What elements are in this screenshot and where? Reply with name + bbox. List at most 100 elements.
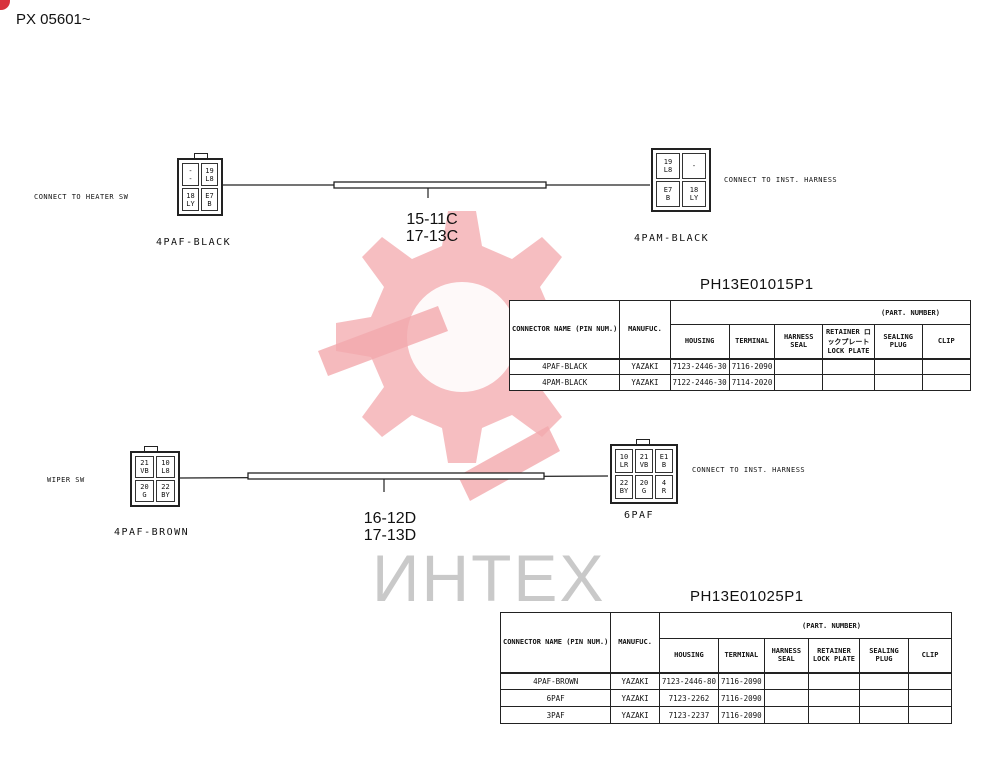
col-header-connector: CONNECTOR NAME (PIN NUM.) (508, 300, 621, 359)
corner-badge (0, 0, 10, 10)
connector-name-4paf-black: 4PAF-BLACK (156, 237, 232, 248)
table-cell: YAZAKI (610, 689, 660, 707)
table-row: 3PAF YAZAKI 7123-2237 7116-2090 (499, 706, 952, 724)
table-cell (873, 358, 923, 375)
table-cell (822, 358, 875, 375)
col-header-clip: CLIP (921, 324, 972, 359)
table-cell: 4PAM-BLACK (508, 374, 621, 391)
col-header-connector: CONNECTOR NAME (PIN NUM.) (499, 612, 612, 673)
table-cell: 7122-2446-30 (669, 374, 730, 391)
connector-name-4paf-brown: 4PAF-BROWN (114, 527, 190, 538)
connector-latch (144, 446, 158, 452)
pin-cell: -- (182, 163, 199, 186)
harness-code: 17-13C (405, 228, 459, 245)
inst-harness-note: CONNECT TO INST. HARNESS (724, 176, 838, 184)
table-title: PH13E01025P1 (690, 588, 804, 605)
table-cell: 3PAF (499, 706, 612, 724)
parts-table-1: CONNECTOR NAME (PIN NUM.) MANUFUC. (PART… (508, 300, 972, 391)
table-cell: 7114-2020 (728, 374, 776, 391)
table-cell (763, 689, 810, 707)
col-header-harness-seal: HARNESS SEAL (763, 638, 810, 673)
watermark-text: ИНТЕХ (372, 541, 606, 615)
connector-name-4pam-black: 4PAM-BLACK (634, 233, 710, 244)
table-cell (808, 672, 860, 690)
col-header-manufac: MANUFUC. (619, 300, 671, 359)
col-header-part-number: (PART. NUMBER) (669, 300, 972, 325)
table-cell: 4PAF-BROWN (499, 672, 612, 690)
table-cell: YAZAKI (619, 358, 671, 375)
table-cell (921, 374, 972, 391)
harness-code: 17-13D (363, 527, 417, 544)
table-cell: YAZAKI (619, 374, 671, 391)
table-row: 4PAF-BROWN YAZAKI 7123-2446-80 7116-2090 (499, 672, 952, 690)
table-cell (873, 374, 923, 391)
table-row: 4PAM-BLACK YAZAKI 7122-2446-30 7114-2020 (508, 374, 972, 391)
col-header-harness-seal: HARNESS SEAL (774, 324, 824, 359)
table-cell: 7116-2090 (718, 672, 765, 690)
col-header-part-number: (PART. NUMBER) (658, 612, 953, 639)
parts-table-2: CONNECTOR NAME (PIN NUM.) MANUFUC. (PART… (499, 612, 953, 724)
table-cell (921, 358, 972, 375)
harness-code: 16-12D (363, 510, 417, 527)
table-cell (858, 706, 910, 724)
table-cell (774, 358, 824, 375)
document-id: PX 05601~ (16, 11, 91, 28)
table-cell: YAZAKI (610, 672, 660, 690)
table-cell: 7123-2237 (658, 706, 720, 724)
table-cell (908, 672, 952, 690)
connector-latch (636, 439, 650, 445)
table-cell: 7123-2262 (658, 689, 720, 707)
table-cell: 7116-2090 (718, 706, 765, 724)
table-cell: 7116-2090 (718, 689, 765, 707)
table-cell: 7123-2446-30 (669, 358, 730, 375)
table-cell: 7123-2446-80 (658, 672, 720, 690)
col-header-retainer: RETAINER ロックプレート LOCK PLATE (822, 324, 875, 359)
col-header-manufac: MANUFUC. (610, 612, 660, 673)
inst-harness-note: CONNECT TO INST. HARNESS (692, 466, 806, 474)
wiper-sw-note: WIPER SW (47, 476, 85, 484)
table-title: PH13E01015P1 (700, 276, 814, 293)
table-cell (763, 672, 810, 690)
col-header-housing: HOUSING (669, 324, 730, 359)
col-header-housing: HOUSING (658, 638, 720, 673)
col-header-retainer: RETAINER LOCK PLATE (808, 638, 860, 673)
table-row: 4PAF-BLACK YAZAKI 7123-2446-30 7116-2090 (508, 358, 972, 375)
table-cell (822, 374, 875, 391)
table-cell: YAZAKI (610, 706, 660, 724)
table-cell (908, 706, 952, 724)
connector-name-6paf: 6PAF (624, 510, 655, 521)
table-cell (908, 689, 952, 707)
connector-latch (194, 153, 208, 159)
table-cell: 4PAF-BLACK (508, 358, 621, 375)
harness-wire-1 (222, 181, 650, 198)
table-cell (808, 689, 860, 707)
table-cell: 7116-2090 (728, 358, 776, 375)
col-header-sealing-plug: SEALING PLUG (858, 638, 910, 673)
pin-cell: - (682, 153, 706, 179)
table-cell: 6PAF (499, 689, 612, 707)
heater-sw-note: CONNECT TO HEATER SW (34, 193, 129, 201)
col-header-sealing-plug: SEALING PLUG (873, 324, 923, 359)
col-header-terminal: TERMINAL (718, 638, 765, 673)
table-cell (774, 374, 824, 391)
table-cell (808, 706, 860, 724)
